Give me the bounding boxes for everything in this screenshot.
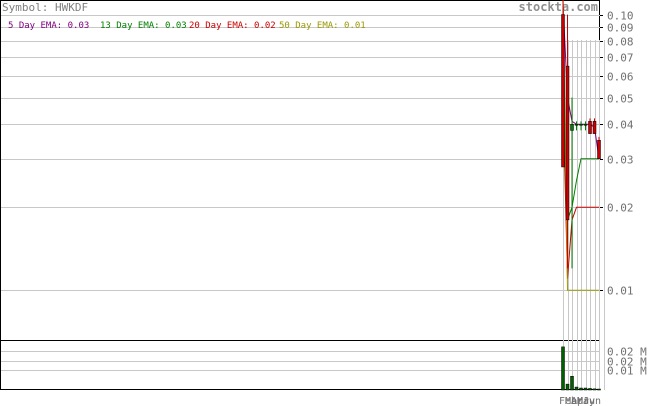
date-tick-label: May	[577, 396, 595, 406]
candle-body	[579, 124, 583, 126]
legend-ema-13: 13 Day EMA: 0.03	[100, 21, 187, 31]
candle-body	[574, 124, 579, 126]
ema-line-20	[562, 97, 599, 279]
candle-body	[565, 65, 570, 221]
price-tick-label: 0.02	[607, 202, 634, 215]
volume-bar	[583, 387, 588, 391]
date-tick-label: Jun	[583, 396, 601, 406]
volume-bar	[597, 388, 601, 391]
volume-gridlines	[1, 351, 600, 371]
price-tick-label: 0.08	[607, 36, 634, 49]
volume-bar	[561, 346, 565, 391]
price-tick-label: 0.06	[607, 71, 634, 84]
price-axis-labels: 0.100.090.08 0.07 0.06 0.05 0.04 0.03 0.02 0.01	[600, 10, 634, 298]
candlesticks	[561, 0, 601, 269]
date-tick-label: Feb	[559, 396, 577, 406]
volume-tick-label: 0.01 M	[607, 365, 647, 378]
date-tick-label: Mar	[565, 396, 583, 406]
candle-body	[592, 121, 597, 134]
candle-body	[561, 14, 565, 168]
volume-panel-frame	[0, 340, 600, 390]
volume-bar	[574, 386, 579, 391]
volume-bar	[579, 387, 583, 391]
symbol-label: Symbol: HWKDF	[2, 1, 88, 14]
candle-body	[588, 121, 592, 134]
price-tick-label: 0.04	[607, 119, 634, 132]
site-watermark: stockta.com	[519, 0, 598, 14]
price-tick-label: 0.03	[607, 154, 634, 167]
price-tick-label: 0.09	[607, 22, 634, 35]
volume-axis-labels: 0.02 M0.02 M0.01 M	[607, 346, 647, 378]
candle-body	[583, 124, 588, 126]
price-tick-label: 0.10	[607, 10, 634, 23]
volume-bar	[570, 376, 574, 391]
volume-bar	[592, 388, 597, 391]
volume-tick-label: 0.02 M	[607, 356, 647, 369]
price-tick-label: 0.01	[607, 285, 634, 298]
volume-bars	[561, 346, 601, 391]
ema-line-50	[562, 0, 599, 291]
volume-bar	[565, 383, 570, 391]
volume-bar	[588, 388, 592, 391]
candle-body	[597, 140, 601, 159]
price-panel-frame	[0, 0, 600, 341]
legend-ema-50: 50 Day EMA: 0.01	[279, 21, 366, 31]
candle-body	[570, 124, 574, 131]
volume-tick-label: 0.02 M	[607, 346, 647, 359]
price-tick-label: 0.07	[607, 52, 634, 65]
legend-ema-5: 5 Day EMA: 0.03	[8, 21, 89, 31]
price-gridlines	[1, 15, 600, 291]
price-tick-label: 0.05	[607, 93, 634, 106]
legend-ema-20: 20 Day EMA: 0.02	[189, 21, 276, 31]
date-tick-label: Apr	[571, 396, 589, 406]
